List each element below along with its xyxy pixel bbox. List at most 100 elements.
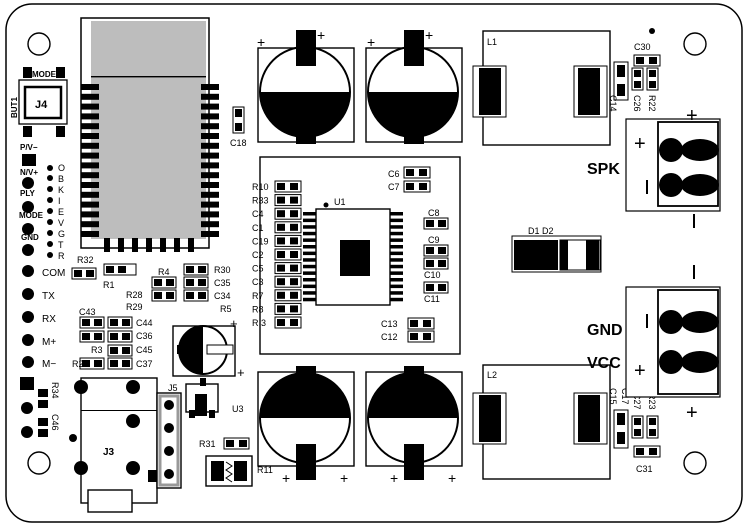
inductor-l1	[472, 30, 611, 146]
side-letter: V	[58, 218, 64, 228]
mounting-hole-tr	[683, 32, 707, 56]
label-r28: R28	[126, 290, 143, 300]
ic-pin	[303, 225, 316, 229]
ic-pin	[303, 218, 316, 223]
module-pin	[201, 211, 219, 218]
cap-top-2	[365, 30, 463, 144]
label-c27: C27	[632, 393, 642, 410]
spk-plus-inner: +	[634, 133, 646, 155]
ic-u1	[315, 202, 391, 306]
label-c26: C26	[632, 95, 642, 112]
ic-pin	[390, 212, 403, 216]
module-pin	[201, 152, 219, 159]
smd-part	[274, 289, 302, 302]
label-mode-top: MODE	[32, 70, 57, 79]
side-letter: O	[58, 163, 65, 173]
ic-pin	[303, 258, 316, 262]
smd-pad	[277, 291, 285, 299]
module-pin	[201, 172, 219, 179]
side-letter: T	[58, 240, 64, 250]
module-pin	[81, 231, 99, 237]
module-pin	[201, 162, 219, 169]
plus-cap3-a: +	[282, 470, 290, 486]
label-c37: C37	[136, 359, 153, 369]
plus-cap2-b: +	[425, 27, 433, 43]
smd-pad	[277, 251, 285, 258]
module-pin	[104, 238, 110, 252]
label-com: COM	[42, 268, 65, 279]
plus-cap1-b: +	[317, 27, 325, 43]
label-j5: J5	[168, 383, 178, 393]
label-c18: C18	[230, 138, 247, 148]
mounting-hole-tl	[27, 32, 51, 56]
label-c8: C8	[428, 208, 440, 218]
label-l2: L2	[487, 370, 497, 380]
ic-pin	[303, 291, 316, 295]
plus-r5-a: +	[230, 316, 238, 331]
label-c13: C13	[381, 319, 398, 329]
smd-pad	[277, 305, 285, 313]
u1-left-parts	[274, 180, 302, 329]
label-r31: R31	[199, 439, 216, 449]
label-r5: R5	[220, 304, 232, 314]
smd-pad	[290, 223, 298, 231]
smd-pad	[277, 319, 285, 326]
r31-part	[223, 437, 250, 450]
label-c14: C14	[608, 95, 618, 112]
label-c9: C9	[428, 235, 440, 245]
cap-top-1	[257, 30, 355, 144]
smd-pad	[290, 264, 298, 272]
part-label: C1	[252, 223, 264, 233]
smd-part	[274, 275, 302, 288]
module-pins-left	[81, 84, 194, 252]
part-label: R8	[252, 304, 264, 314]
module-pin	[81, 133, 99, 139]
module-pin	[201, 93, 219, 100]
part-label: C19	[252, 236, 269, 246]
part-label: R7	[252, 291, 264, 301]
module-pin	[81, 191, 99, 198]
label-d1d2: D1 D2	[528, 226, 554, 236]
label-j3: J3	[103, 447, 115, 458]
bt-module	[80, 17, 210, 249]
label-c36: C36	[136, 331, 153, 341]
part-label: C3	[252, 277, 264, 287]
module-pin	[201, 133, 219, 139]
smd-cluster-right	[403, 166, 449, 343]
smd-part	[274, 248, 302, 261]
label-c12: C12	[381, 332, 398, 342]
ic-pin	[303, 264, 316, 269]
label-tx: TX	[42, 291, 55, 302]
label-r22: R22	[647, 95, 657, 112]
smd-part	[274, 316, 302, 329]
ic-pin	[303, 271, 316, 275]
smd-part	[274, 180, 302, 193]
module-pin	[81, 182, 99, 188]
label-spk: SPK	[587, 161, 620, 178]
side-letter: I	[58, 196, 61, 206]
module-pin	[201, 201, 219, 208]
mounting-hole-bl	[27, 451, 51, 475]
pwr-minus-inner	[646, 314, 648, 328]
plus-cap2-a: +	[367, 34, 375, 50]
smd-pad	[277, 237, 285, 245]
label-c17: C17	[620, 388, 630, 405]
part-label: R 3	[252, 318, 266, 328]
part-label: C4	[252, 209, 264, 219]
mounting-hole-br	[683, 451, 707, 475]
spk-minus-bottom	[693, 214, 695, 228]
ic-pin	[303, 297, 316, 302]
module-pin	[81, 93, 99, 100]
cap-bottom-2	[365, 366, 463, 480]
module-pin	[81, 103, 99, 110]
cap-bottom-1	[257, 366, 355, 480]
inductor-l2	[472, 364, 611, 480]
label-vcc: VCC	[587, 355, 621, 372]
r11-part	[205, 455, 253, 487]
part-label: C5	[252, 264, 264, 274]
label-pv-minus: P/V−	[20, 143, 38, 152]
plus-r5-b: +	[237, 365, 245, 380]
ic-pin	[390, 225, 403, 229]
smd-part	[274, 194, 302, 207]
